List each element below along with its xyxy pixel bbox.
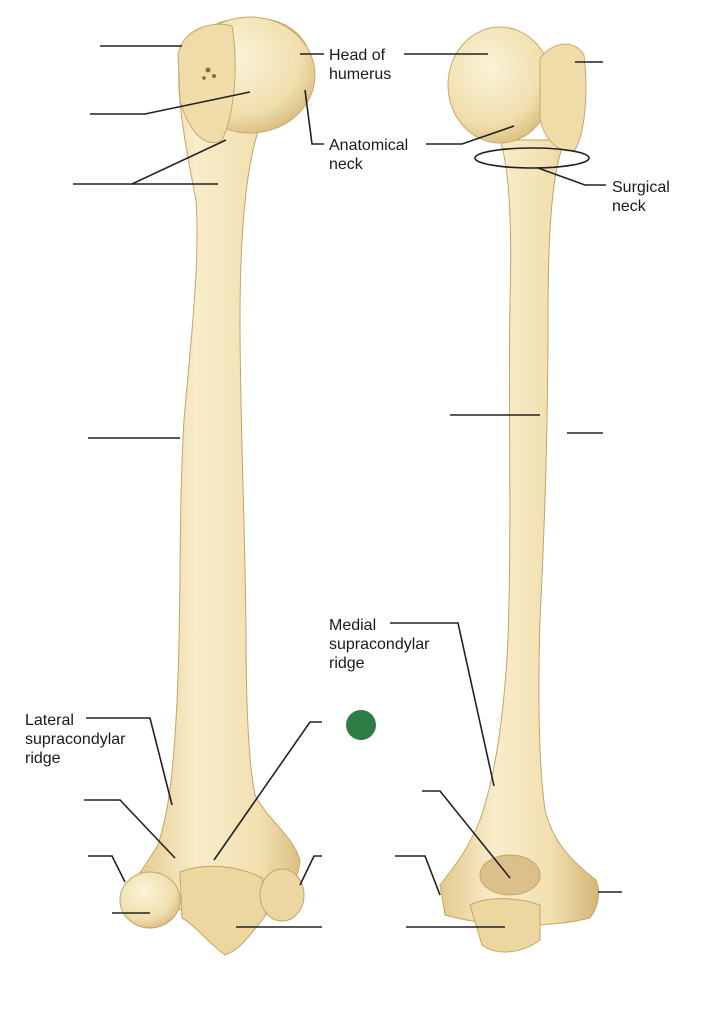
label-lateral-supracondylar-ridge: Lateral supracondylar ridge <box>25 712 126 767</box>
blank-line-8 <box>213 721 322 861</box>
label-head-of-humerus: Head of humerus <box>329 47 392 83</box>
anatomical-neck-right-line <box>426 125 515 145</box>
anatomical-neck-line <box>304 89 324 145</box>
blank-line-15 <box>422 790 511 879</box>
label-surgical-neck: Surgical neck <box>612 179 670 215</box>
surgical-neck-line <box>537 167 606 186</box>
blank-line-2 <box>90 91 251 115</box>
right-greater-tubercle <box>539 43 587 152</box>
right-olecranon-fossa <box>479 854 541 896</box>
right-humerus-shaft <box>439 139 599 926</box>
medial-supracondylar-line <box>390 622 495 787</box>
leader-lines <box>73 45 622 928</box>
blank-line-16 <box>395 855 441 896</box>
left-trochlea <box>179 865 267 956</box>
label-anatomical-neck: Anatomical neck <box>329 137 409 173</box>
lateral-supracondylar-line <box>86 717 173 806</box>
left-greater-tubercle <box>177 23 236 143</box>
label-medial-supracondylar-ridge: Medial supracondylar ridge <box>329 617 430 672</box>
left-capitulum <box>119 871 181 929</box>
humerus-anterior-view <box>119 16 316 956</box>
right-trochlea <box>469 898 541 953</box>
left-foramen-1 <box>205 67 211 73</box>
left-foramen-2 <box>212 74 216 78</box>
blank-line-5 <box>84 799 176 859</box>
surgical-neck-ring <box>474 147 590 169</box>
green-marker-dot[interactable] <box>346 710 376 740</box>
blank-line-9 <box>299 855 322 886</box>
left-medial-epicondyle <box>259 868 305 922</box>
left-foramen-3 <box>202 76 206 80</box>
humerus-posterior-view <box>439 26 599 953</box>
blank-line-6 <box>88 855 126 883</box>
left-humerus-shaft <box>134 17 313 911</box>
right-humerus-head <box>447 26 553 144</box>
